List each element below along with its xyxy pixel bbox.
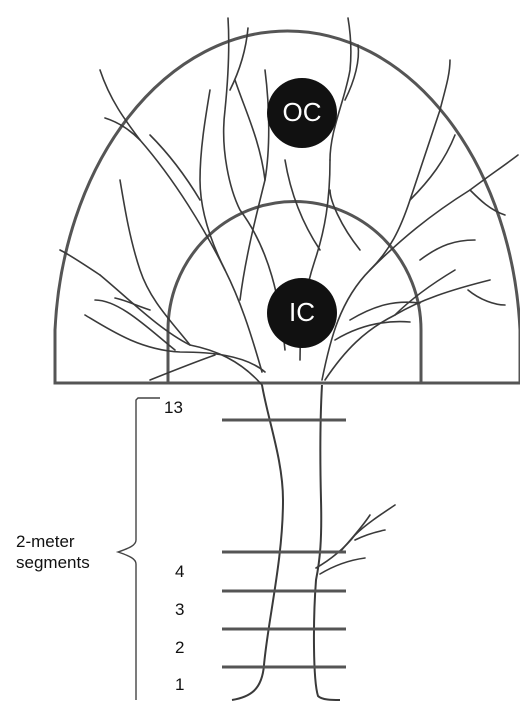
inner-crown-label: IC	[289, 297, 315, 327]
segment-label-1: 1	[175, 675, 185, 694]
segment-label-13: 13	[164, 398, 183, 417]
branches	[59, 17, 519, 575]
brace-label: 2-meter segments	[16, 531, 90, 573]
outer-crown-label: OC	[282, 97, 322, 127]
outer-crown-arc	[53, 29, 520, 385]
segment-brace	[115, 397, 160, 700]
segment-lines	[222, 418, 346, 669]
inner-crown-arc	[166, 200, 423, 383]
segment-label-3: 3	[175, 600, 185, 619]
outer-crown-marker	[267, 78, 337, 148]
segment-label-4: 4	[175, 562, 185, 581]
segment-label-2: 2	[175, 638, 185, 657]
trunk	[231, 384, 341, 701]
brace-label-line-2: segments	[16, 553, 90, 572]
inner-crown-marker	[267, 278, 337, 348]
brace-label-line-1: 2-meter	[16, 532, 75, 551]
